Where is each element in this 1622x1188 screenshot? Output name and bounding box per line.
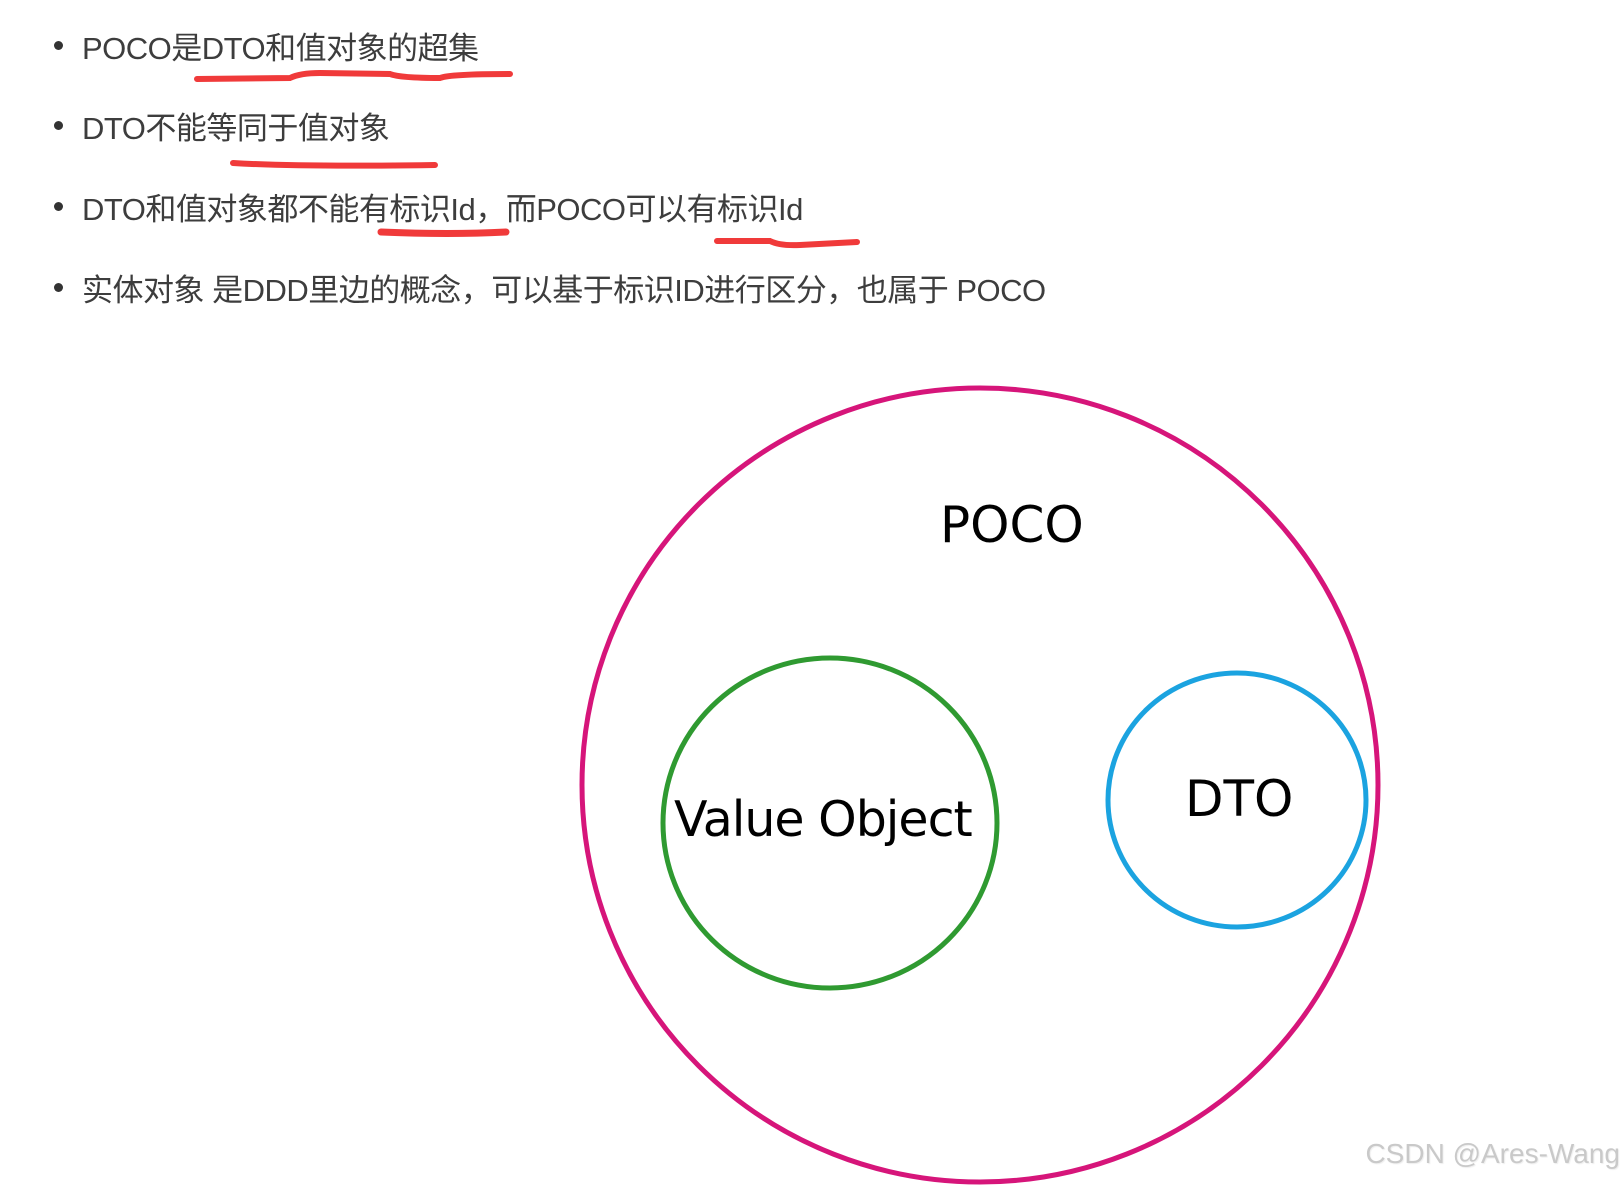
bullet-text: DTO和值对象都不能有标识Id，而POCO可以有标识Id xyxy=(82,191,803,227)
bullet-item: DTO不能等同于值对象 xyxy=(54,105,390,146)
bullet-dot-icon xyxy=(54,282,63,292)
bullet-item: DTO和值对象都不能有标识Id，而POCO可以有标识Id xyxy=(54,186,803,227)
dto-label: DTO xyxy=(1185,770,1294,828)
underline-2 xyxy=(230,160,438,169)
poco-label: POCO xyxy=(940,496,1084,554)
underline-1 xyxy=(194,69,513,82)
watermark: CSDN @Ares-Wang xyxy=(1365,1138,1620,1169)
bullet-item: POCO是DTO和值对象的超集 xyxy=(54,25,479,66)
bullet-dot-icon xyxy=(54,120,63,130)
bullet-item: 实体对象 是DDD里边的概念，可以基于标识ID进行区分，也属于 POCO xyxy=(54,267,1046,308)
value-object-label: Value Object xyxy=(674,791,973,848)
bullet-dot-icon xyxy=(54,40,63,50)
dto-circle xyxy=(1105,670,1369,930)
value-object-circle xyxy=(660,655,1000,991)
bullet-text: POCO是DTO和值对象的超集 xyxy=(82,30,479,66)
bullet-dot-icon xyxy=(54,201,63,211)
bullet-text: 实体对象 是DDD里边的概念，可以基于标识ID进行区分，也属于 POCO xyxy=(82,272,1046,308)
bullet-text: DTO不能等同于值对象 xyxy=(82,110,390,146)
underline-4 xyxy=(714,238,860,249)
poco-circle xyxy=(579,385,1381,1185)
underline-3 xyxy=(377,228,510,237)
